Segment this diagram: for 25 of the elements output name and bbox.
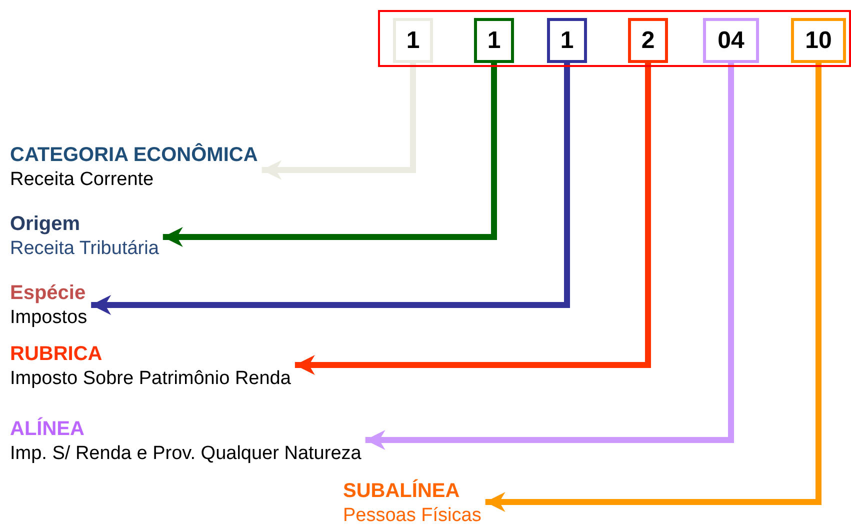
code-digit: 1 xyxy=(547,18,587,63)
elbow-arrow xyxy=(91,63,570,315)
code-digit: 10 xyxy=(791,18,846,63)
code-digit: 1 xyxy=(393,18,433,63)
elbow-arrow xyxy=(294,63,651,375)
code-frame xyxy=(378,10,851,67)
category-value: Impostos xyxy=(10,306,88,330)
category-value: Receita Corrente xyxy=(10,168,154,192)
code-digit: 04 xyxy=(703,18,759,63)
category-heading: Espécie xyxy=(10,281,86,305)
category-heading: SUBALÍNEA xyxy=(343,479,460,503)
category-heading: ALÍNEA xyxy=(10,417,84,441)
category-value: Imposto Sobre Patrimônio Renda xyxy=(10,367,291,391)
elbow-arrow xyxy=(485,63,822,512)
elbow-arrow xyxy=(262,63,416,180)
code-digit: 1 xyxy=(474,18,514,63)
category-heading: CATEGORIA ECONÔMICA xyxy=(10,143,258,167)
category-heading: Origem xyxy=(10,212,80,236)
code-digit: 2 xyxy=(628,18,668,63)
elbow-arrow xyxy=(365,63,734,450)
category-value: Pessoas Físicas xyxy=(343,504,482,528)
elbow-arrow xyxy=(162,63,497,247)
category-value: Imp. S/ Renda e Prov. Qualquer Natureza xyxy=(10,442,362,466)
category-heading: RUBRICA xyxy=(10,342,102,366)
category-value: Receita Tributária xyxy=(10,237,159,261)
